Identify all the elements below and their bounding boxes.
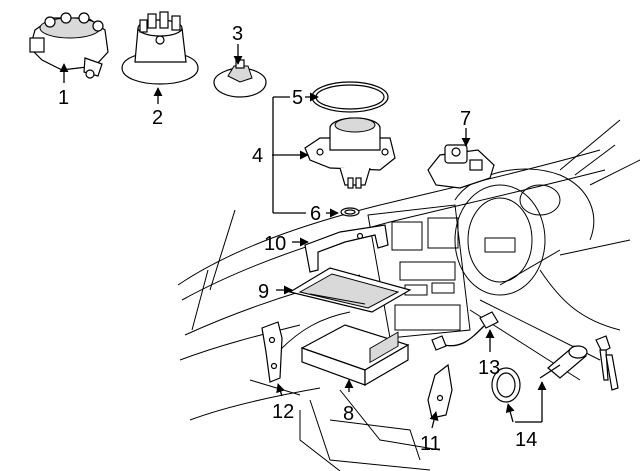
o-ring-small bbox=[340, 207, 360, 217]
callout-12: 12 bbox=[272, 401, 294, 423]
ecu-bracket bbox=[304, 224, 389, 273]
dashboard-outline bbox=[177, 119, 640, 471]
ecu-module bbox=[300, 324, 410, 387]
callout-labels: 1 2 3 4 5 6 7 8 9 10 11 12 13 14 bbox=[58, 23, 537, 455]
callout-6: 6 bbox=[310, 203, 321, 225]
callout-5: 5 bbox=[292, 87, 303, 109]
ignition-coil bbox=[427, 144, 495, 189]
sensor-harness bbox=[431, 311, 499, 351]
ignition-lock-set bbox=[491, 335, 619, 403]
callout-3: 3 bbox=[232, 23, 243, 45]
callout-14: 14 bbox=[515, 429, 537, 451]
side-bracket bbox=[261, 321, 283, 383]
callout-10: 10 bbox=[264, 233, 286, 255]
callout-11: 11 bbox=[420, 433, 441, 455]
o-ring-large bbox=[311, 81, 389, 113]
callout-9: 9 bbox=[258, 281, 269, 303]
callout-4: 4 bbox=[252, 145, 263, 167]
leader-lines bbox=[59, 44, 547, 429]
callout-8: 8 bbox=[343, 403, 354, 425]
callout-7: 7 bbox=[460, 108, 471, 130]
callout-13: 13 bbox=[478, 357, 500, 379]
callout-2: 2 bbox=[152, 107, 163, 129]
cover-plate bbox=[288, 267, 412, 313]
distributor-rotor bbox=[213, 59, 267, 98]
callout-1: 1 bbox=[58, 87, 69, 109]
module-assembly bbox=[304, 117, 396, 189]
distributor-assembly bbox=[29, 12, 109, 79]
lower-bracket bbox=[427, 363, 453, 419]
distributor-cap bbox=[121, 11, 199, 85]
